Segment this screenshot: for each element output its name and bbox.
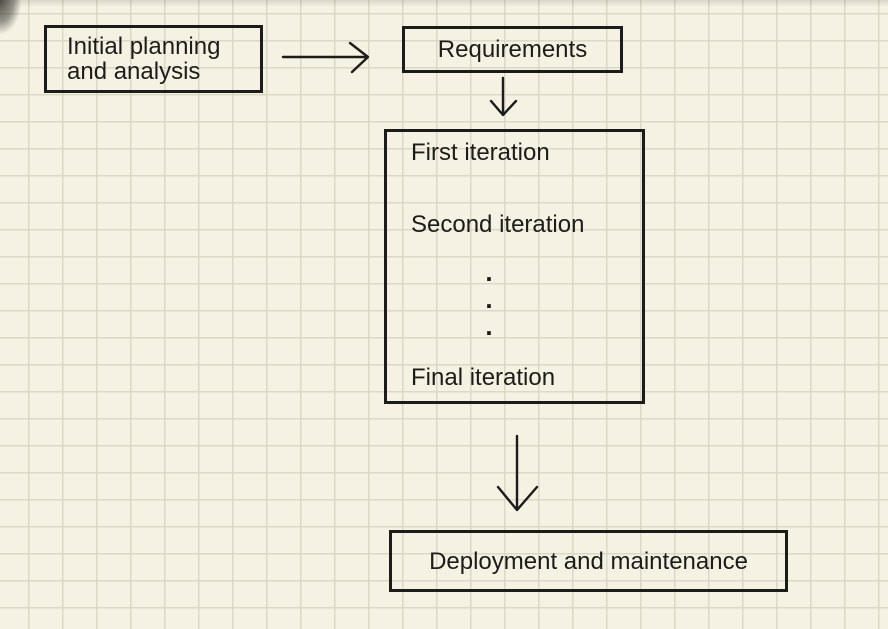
iteration-final-label: Final iteration [411,364,556,391]
arrow-down-icon [489,76,518,117]
node-deployment-maintenance-label: Deployment and maintenance [429,547,748,575]
arrow-down-long-icon [496,434,539,512]
scan-smudge-artifact [0,0,34,52]
node-initial-planning: Initial planning and analysis [44,25,263,93]
node-requirements: Requirements [402,26,623,73]
paper-top-shading [0,0,888,7]
ellipsis-dot: . [485,284,493,314]
ellipsis-dot: . [485,311,493,341]
arrow-right-icon [281,41,370,74]
node-iterations: First iteration Second iteration . . . F… [384,129,645,404]
node-deployment-maintenance: Deployment and maintenance [389,530,788,592]
iteration-ellipsis: . . . [474,257,504,341]
iteration-first-label: First iteration [411,139,550,166]
node-requirements-label: Requirements [437,36,588,63]
ellipsis-dot: . [485,257,493,287]
node-initial-planning-label: Initial planning and analysis [67,33,221,85]
iteration-second-label: Second iteration [411,211,585,238]
